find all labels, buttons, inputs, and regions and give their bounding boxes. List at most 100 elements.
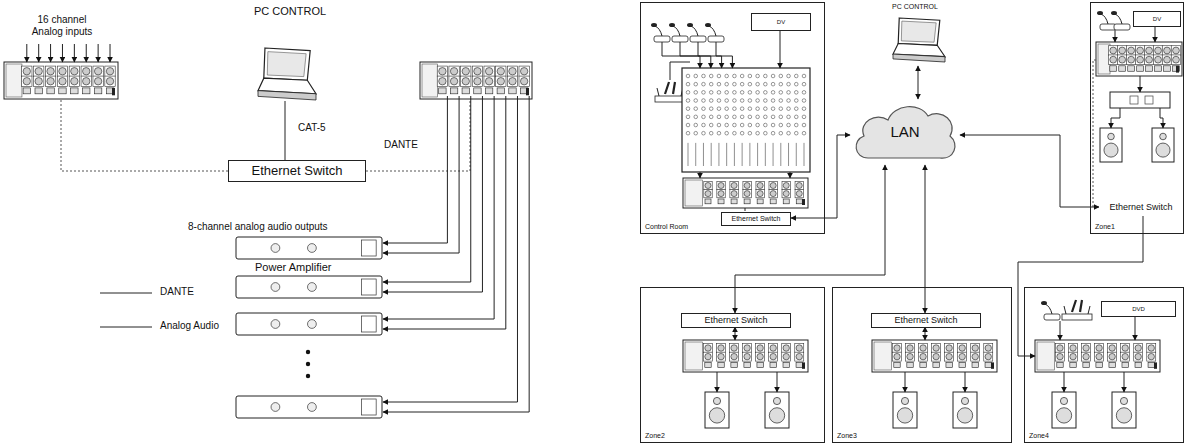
speaker-cable bbox=[717, 372, 718, 392]
mixer-knob bbox=[764, 115, 768, 119]
xlr-frame bbox=[893, 344, 902, 353]
xlr-frame bbox=[795, 352, 804, 361]
xlr-frame bbox=[1135, 55, 1145, 65]
dv-device: DV bbox=[1133, 11, 1181, 27]
mic-gooseneck bbox=[655, 26, 662, 36]
xlr-frame bbox=[496, 76, 506, 86]
mixer-knob bbox=[725, 99, 729, 103]
mixer-knob bbox=[717, 74, 721, 78]
region-label: Zone3 bbox=[837, 432, 857, 440]
xlr-jack bbox=[1155, 56, 1162, 63]
handheld-mic bbox=[665, 82, 669, 94]
xlr-frame bbox=[704, 352, 713, 361]
output-port bbox=[705, 199, 711, 204]
mixer-knob bbox=[771, 123, 775, 127]
pc-lan-link bbox=[918, 66, 919, 99]
xlr-jack bbox=[1119, 56, 1126, 63]
xlr-jack bbox=[474, 68, 481, 75]
mixer-knob bbox=[686, 91, 690, 95]
amp-knob bbox=[308, 320, 317, 329]
input-arrow bbox=[26, 44, 27, 62]
zone-region: Zone1DVEthernet Switch bbox=[1090, 2, 1184, 234]
xlr-jack bbox=[946, 353, 952, 359]
continuation-dot bbox=[306, 350, 310, 354]
xlr-jack bbox=[59, 78, 66, 85]
switch-to-rack bbox=[735, 327, 736, 340]
mixer-knob bbox=[686, 99, 690, 103]
output-port bbox=[59, 88, 66, 94]
xlr-jack bbox=[972, 345, 978, 351]
mixer-knob bbox=[717, 123, 721, 127]
mic-cable bbox=[716, 42, 732, 68]
power-amplifier bbox=[236, 276, 382, 298]
xlr-jack bbox=[509, 78, 516, 85]
mixer-knob bbox=[764, 74, 768, 78]
xlr-frame bbox=[1117, 55, 1127, 65]
region-label: Zone1 bbox=[1095, 223, 1115, 231]
xlr-frame bbox=[782, 189, 790, 197]
dvd-cable bbox=[1135, 316, 1136, 340]
lan-cloud: LAN bbox=[850, 100, 960, 165]
mixer-knob bbox=[771, 115, 775, 119]
mixer-knob bbox=[802, 115, 806, 119]
mixer-knob bbox=[787, 115, 791, 119]
xlr-jack bbox=[1109, 353, 1115, 359]
speaker-woofer bbox=[1156, 143, 1170, 157]
rack-panel bbox=[685, 342, 703, 370]
mixer-knob bbox=[802, 123, 806, 127]
laptop-display bbox=[267, 52, 306, 77]
mixer-knob bbox=[725, 131, 729, 135]
mixer-knob bbox=[717, 99, 721, 103]
xlr-jack bbox=[705, 353, 711, 359]
output-port bbox=[770, 362, 776, 367]
mixer-knob bbox=[733, 131, 737, 135]
output-port bbox=[439, 88, 446, 94]
xlr-frame bbox=[45, 76, 55, 86]
xlr-frame bbox=[782, 352, 791, 361]
xlr-frame bbox=[1134, 352, 1143, 361]
ethernet-switch: Ethernet Switch bbox=[228, 160, 366, 182]
node-label: DV bbox=[777, 19, 785, 26]
mixer-knob bbox=[748, 131, 752, 135]
amp-knob bbox=[308, 283, 317, 292]
mic-cable bbox=[680, 42, 711, 68]
xlr-jack bbox=[1110, 56, 1117, 63]
mixer-knob bbox=[694, 91, 698, 95]
xlr-frame bbox=[743, 352, 752, 361]
mixer-knob bbox=[694, 107, 698, 111]
mixer-knob bbox=[779, 123, 783, 127]
mic-head bbox=[651, 23, 657, 27]
mixer-knob bbox=[717, 107, 721, 111]
xlr-frame bbox=[1147, 344, 1156, 353]
power-switch bbox=[112, 88, 115, 95]
ethernet-switch: Ethernet Switch bbox=[681, 313, 791, 328]
xlr-jack bbox=[744, 183, 750, 189]
xlr-jack bbox=[1173, 56, 1180, 63]
output-port bbox=[770, 199, 776, 204]
legend-line-sample bbox=[100, 293, 152, 294]
speaker bbox=[1052, 392, 1076, 428]
xlr-frame bbox=[1134, 344, 1143, 353]
mixer-knob bbox=[779, 91, 783, 95]
xlr-jack bbox=[959, 345, 965, 351]
mixer-knob bbox=[709, 131, 713, 135]
speaker-woofer bbox=[769, 408, 784, 423]
amp-panel bbox=[362, 240, 377, 256]
mic-cable bbox=[662, 42, 700, 68]
xlr-jack bbox=[94, 68, 101, 75]
xlr-frame bbox=[461, 76, 471, 86]
xlr-frame bbox=[105, 76, 115, 86]
output-port bbox=[1155, 66, 1162, 71]
node-label: LAN bbox=[890, 124, 919, 141]
mixer-knob bbox=[756, 107, 760, 111]
speaker-tweeter bbox=[713, 397, 720, 404]
network-link bbox=[960, 135, 1099, 207]
mixer-knob bbox=[794, 82, 798, 86]
mixer-knob bbox=[740, 99, 744, 103]
node-label: DVD bbox=[1132, 306, 1145, 313]
speaker bbox=[1112, 392, 1136, 428]
mic-gooseneck bbox=[1101, 14, 1108, 24]
speaker-woofer bbox=[1116, 408, 1131, 423]
network-link bbox=[1018, 216, 1143, 356]
mixer-knob bbox=[802, 99, 806, 103]
